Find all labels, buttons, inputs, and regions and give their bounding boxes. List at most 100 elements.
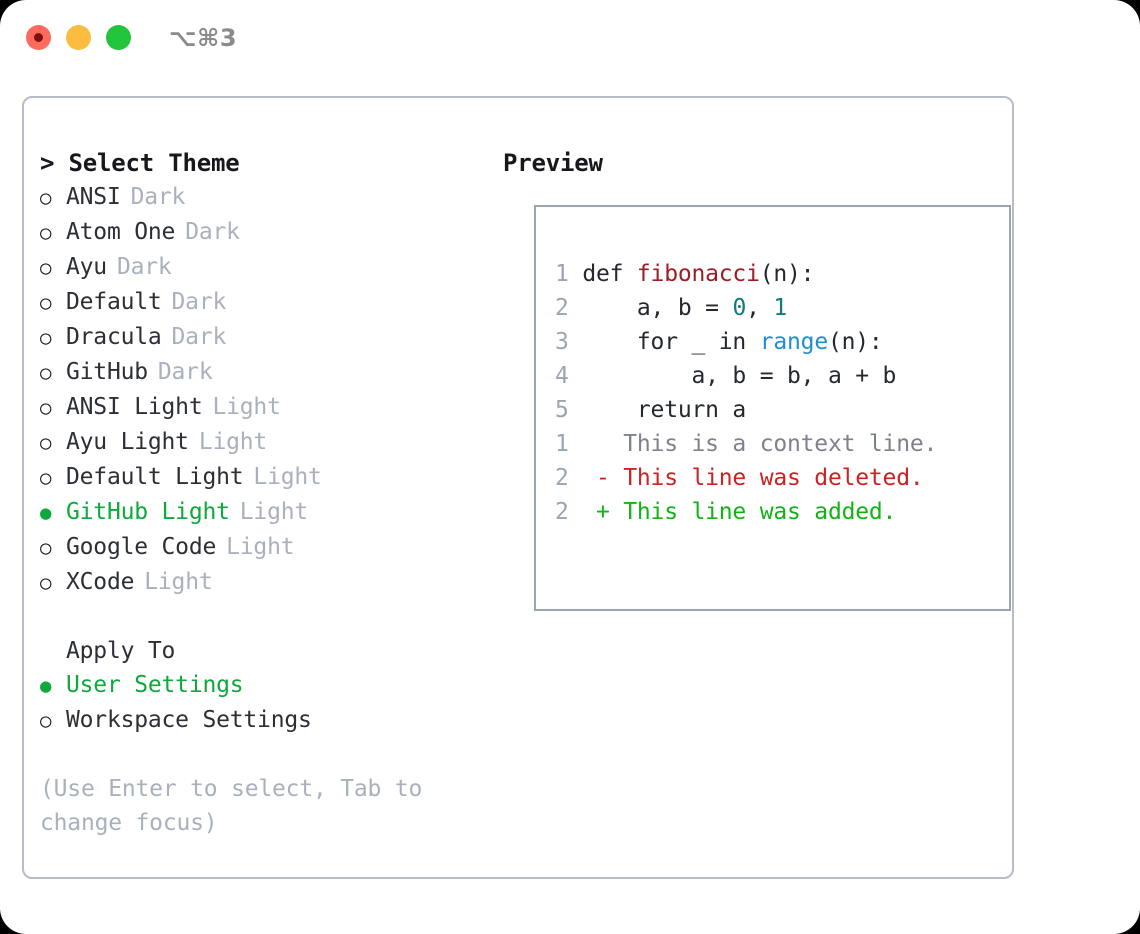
theme-name-label: Ayu Light (66, 429, 189, 455)
theme-name-label: XCode (66, 569, 135, 595)
close-window-button[interactable] (26, 25, 51, 50)
theme-name-label: Google Code (66, 534, 217, 560)
radio-selected-icon: ● (40, 675, 52, 697)
diff-line: 1 This is a context line. (555, 427, 937, 461)
radio-unselected-icon: ○ (40, 572, 52, 594)
theme-name-label: ANSI (66, 184, 121, 210)
radio-unselected-icon: ○ (40, 432, 52, 454)
theme-list-item[interactable]: ○ Ayu Dark (40, 250, 500, 285)
apply-to-title: Apply To (66, 638, 176, 664)
code-token-plain: a, b = b, a + b (582, 363, 897, 389)
help-text: (Use Enter to select, Tab to change focu… (40, 776, 423, 836)
preview-column: Preview 1 def fibonacci(n):2 a, b = 0, 1… (503, 146, 1011, 611)
code-line-number: 3 (555, 329, 569, 355)
preview-heading: Preview (503, 149, 603, 177)
diff-line-text: This line was added. (623, 499, 897, 525)
theme-variant-tag: Light (212, 394, 281, 420)
theme-variant-tag: Light (144, 569, 213, 595)
theme-variant-tag: Light (226, 534, 295, 560)
diff-marker: + (568, 499, 624, 525)
code-token-plain: for _ in (582, 329, 760, 355)
code-token-plain: (n): (827, 329, 883, 355)
minimize-window-button[interactable] (66, 25, 91, 50)
select-theme-heading: > Select Theme (40, 146, 500, 180)
apply-to-option[interactable]: ● User Settings (40, 668, 500, 703)
theme-name-label: GitHub Light (66, 499, 230, 525)
code-token-num: 0 (732, 295, 747, 321)
code-token-kw: range (759, 329, 828, 355)
radio-unselected-icon: ○ (40, 327, 52, 349)
code-line-number: 4 (555, 363, 569, 389)
diff-line-number: 1 (555, 431, 569, 457)
theme-list-item[interactable]: ○ XCode Light (40, 565, 500, 600)
theme-variant-tag: Light (198, 429, 268, 455)
apply-to-option-label: User Settings (66, 672, 244, 698)
code-line-number: 2 (555, 295, 569, 321)
code-token-plain: def (582, 261, 637, 287)
code-line: 2 a, b = 0, 1 (555, 291, 896, 325)
keyboard-shortcut-label: ⌥⌘3 (169, 24, 238, 52)
select-theme-heading-label: Select Theme (68, 149, 240, 177)
title-bar: ⌥⌘3 (0, 0, 1140, 78)
diff-line: 2 - This line was deleted. (555, 461, 937, 495)
theme-variant-tag: Dark (116, 254, 172, 280)
apply-to-option-label: Workspace Settings (66, 707, 312, 733)
code-token-plain: (n): (759, 261, 815, 287)
theme-variant-tag: Dark (171, 289, 227, 315)
maximize-window-button[interactable] (106, 25, 131, 50)
diff-marker (569, 431, 624, 457)
theme-list-item[interactable]: ○ GitHub Dark (40, 355, 500, 390)
apply-to-section: Apply To ● User Settings ○ Workspace Settin… (40, 634, 500, 738)
diff-line: 2 + This line was added. (555, 495, 937, 529)
theme-variant-tag: Dark (185, 219, 240, 245)
apply-to-option[interactable]: ○ Workspace Settings (40, 703, 500, 738)
code-line: 4 a, b = b, a + b (555, 359, 896, 393)
code-token-plain: , (746, 295, 774, 321)
code-token-num: 1 (773, 295, 788, 321)
radio-selected-icon: ● (40, 502, 52, 524)
theme-variant-tag: Dark (157, 359, 213, 385)
code-token-plain: a, b = (582, 295, 733, 321)
code-line: 5 return a (555, 393, 896, 427)
diff-sample: 1 This is a context line.2 - This line w… (555, 427, 937, 529)
radio-unselected-icon: ○ (40, 710, 52, 732)
theme-list-item[interactable]: ○ ANSI Dark (40, 180, 500, 215)
theme-list-item[interactable]: ○ Google Code Light (40, 530, 500, 565)
code-token-fn: fibonacci (636, 261, 760, 287)
code-line-number: 1 (555, 261, 569, 287)
theme-name-label: ANSI Light (66, 394, 203, 420)
apply-to-options: ● User Settings ○ Workspace Settings (40, 668, 500, 738)
radio-unselected-icon: ○ (40, 187, 52, 209)
code-line: 1 def fibonacci(n): (555, 257, 896, 291)
theme-name-label: GitHub (66, 359, 148, 385)
diff-line-text: This is a context line. (623, 431, 938, 457)
theme-name-label: Atom One (66, 219, 176, 245)
theme-list-item[interactable]: ○ Dracula Dark (40, 320, 500, 355)
theme-list-item[interactable]: ○ Atom One Dark (40, 215, 500, 250)
theme-variant-tag: Light (253, 464, 322, 490)
theme-name-label: Dracula (66, 324, 162, 350)
code-line-number: 5 (555, 397, 569, 423)
diff-line-number: 2 (555, 499, 569, 525)
radio-unselected-icon: ○ (40, 222, 52, 244)
diff-line-number: 2 (555, 465, 569, 491)
theme-variant-tag: Dark (171, 324, 227, 350)
caret-icon: > (40, 149, 55, 177)
radio-unselected-icon: ○ (40, 537, 52, 559)
theme-variant-tag: Dark (130, 184, 186, 210)
theme-name-label: Ayu (66, 254, 107, 280)
theme-list-item[interactable]: ○ Ayu Light Light (40, 425, 500, 460)
theme-name-label: Default Light (66, 464, 244, 490)
radio-unselected-icon: ○ (40, 362, 52, 384)
theme-name-label: Default (66, 289, 162, 315)
radio-unselected-icon: ○ (40, 257, 52, 279)
